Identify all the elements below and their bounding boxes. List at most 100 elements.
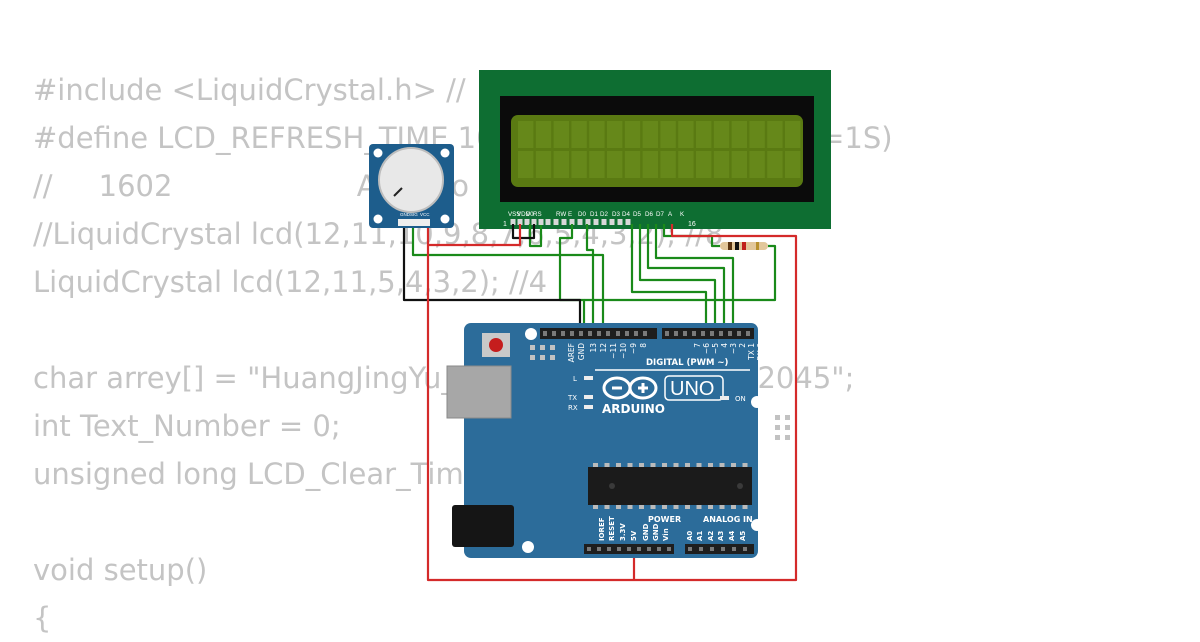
power-pin[interactable] [607,547,611,551]
lcd-pin[interactable] [531,219,537,225]
digital-pin[interactable] [552,331,556,336]
power-pin[interactable] [627,547,631,551]
lcd-pin[interactable] [545,219,551,225]
wire-d7[interactable] [654,224,735,330]
power-pin[interactable] [597,547,601,551]
lcd-pin[interactable] [553,219,559,225]
digital-pin[interactable] [701,331,705,336]
lcd-cell [642,151,658,178]
digital-pin[interactable] [719,331,723,336]
lcd-pin[interactable] [609,219,615,225]
digital-pin[interactable] [543,331,547,336]
wire-d5[interactable] [638,224,717,330]
lcd-cell [518,121,534,148]
digital-pin[interactable] [579,331,583,336]
lcd-pin[interactable] [577,219,583,225]
wire-pot-signal[interactable] [411,222,605,330]
digital-pin[interactable] [634,331,638,336]
analog-pin[interactable] [721,547,725,551]
digital-pin[interactable] [710,331,714,336]
resistor[interactable] [720,242,768,250]
digital-pin[interactable] [570,331,574,336]
wire-5v[interactable] [426,222,798,582]
lcd-pin[interactable] [561,219,567,225]
digital-pin[interactable] [597,331,601,336]
wire-d4[interactable] [630,224,708,330]
digital-pin[interactable] [665,331,669,336]
chip-pin [685,505,690,509]
lcd-cell [571,121,587,148]
analog-pin[interactable] [732,547,736,551]
lcd-cell [553,151,569,178]
code-line: int Text_Number = 0; [33,409,341,443]
lcd-pin[interactable] [510,219,516,225]
wire-v0[interactable] [528,224,543,248]
lcd-cell [607,151,623,178]
chip-pin [696,505,702,509]
lcd-pin[interactable] [517,219,523,225]
digital-pin[interactable] [674,331,678,336]
power-pin[interactable] [647,547,651,551]
lcd-pin[interactable] [585,219,591,225]
code-line: { [33,601,52,635]
lcd-cell [749,121,765,148]
digital-pin[interactable] [561,331,565,336]
digital-pin[interactable] [643,331,647,336]
lcd-pin[interactable] [601,219,607,225]
digital-pin[interactable] [737,331,741,336]
wire-e[interactable] [585,224,595,330]
analog-pin[interactable] [688,547,692,551]
wire-lcd-vdd[interactable] [428,224,522,247]
code-line: LiquidCrystal lcd(12,11,5,4,3,2); //4 [33,265,548,299]
wire-rs[interactable] [558,224,586,330]
power-pin[interactable] [657,547,661,551]
wire-gnd[interactable] [402,222,582,330]
digital-pin[interactable] [683,331,687,336]
digital-pin-holes [543,331,750,336]
power-pin[interactable] [617,547,621,551]
reset-button[interactable] [489,338,503,352]
lcd-pin[interactable] [569,219,575,225]
lcd-cell [678,151,694,178]
chip-pin [593,505,598,509]
lcd-cell [767,121,783,148]
digital-pin[interactable] [625,331,629,336]
power-pin[interactable] [667,547,671,551]
digital-pin[interactable] [746,331,750,336]
analog-pin[interactable] [710,547,714,551]
analog-pin[interactable] [743,547,747,551]
power-pin[interactable] [587,547,591,551]
lcd-pin[interactable] [617,219,623,225]
lcd-cell [767,151,783,178]
lcd-pin-label: D2 [600,211,608,218]
lcd-pin[interactable] [524,219,530,225]
digital-pin[interactable] [616,331,620,336]
power-pin-label: 3.3V [619,523,627,541]
digital-pin[interactable] [692,331,696,336]
lcd-cell [713,151,730,178]
lcd-cell [589,151,605,178]
potentiometer-module[interactable]: GND SIG VCC [369,144,454,228]
pot-knob[interactable] [378,147,444,213]
chip-pin [616,463,621,467]
lcd-pin[interactable] [625,219,631,225]
lcd-cell [749,151,765,178]
digital-pin[interactable] [728,331,732,336]
analog-pin[interactable] [699,547,703,551]
lcd-pin-first: 1 [503,221,507,228]
chip-pin [662,463,667,467]
wire-lcd-gnd[interactable] [511,224,536,240]
chip-pin [639,505,644,509]
lcd-cell [785,121,801,148]
wire-resistor[interactable] [584,244,777,302]
lcd-pin[interactable] [538,219,544,225]
digital-pin[interactable] [606,331,610,336]
power-jack [452,505,514,547]
digital-pin[interactable] [588,331,592,336]
lcd-pin[interactable] [593,219,599,225]
power-pin[interactable] [637,547,641,551]
